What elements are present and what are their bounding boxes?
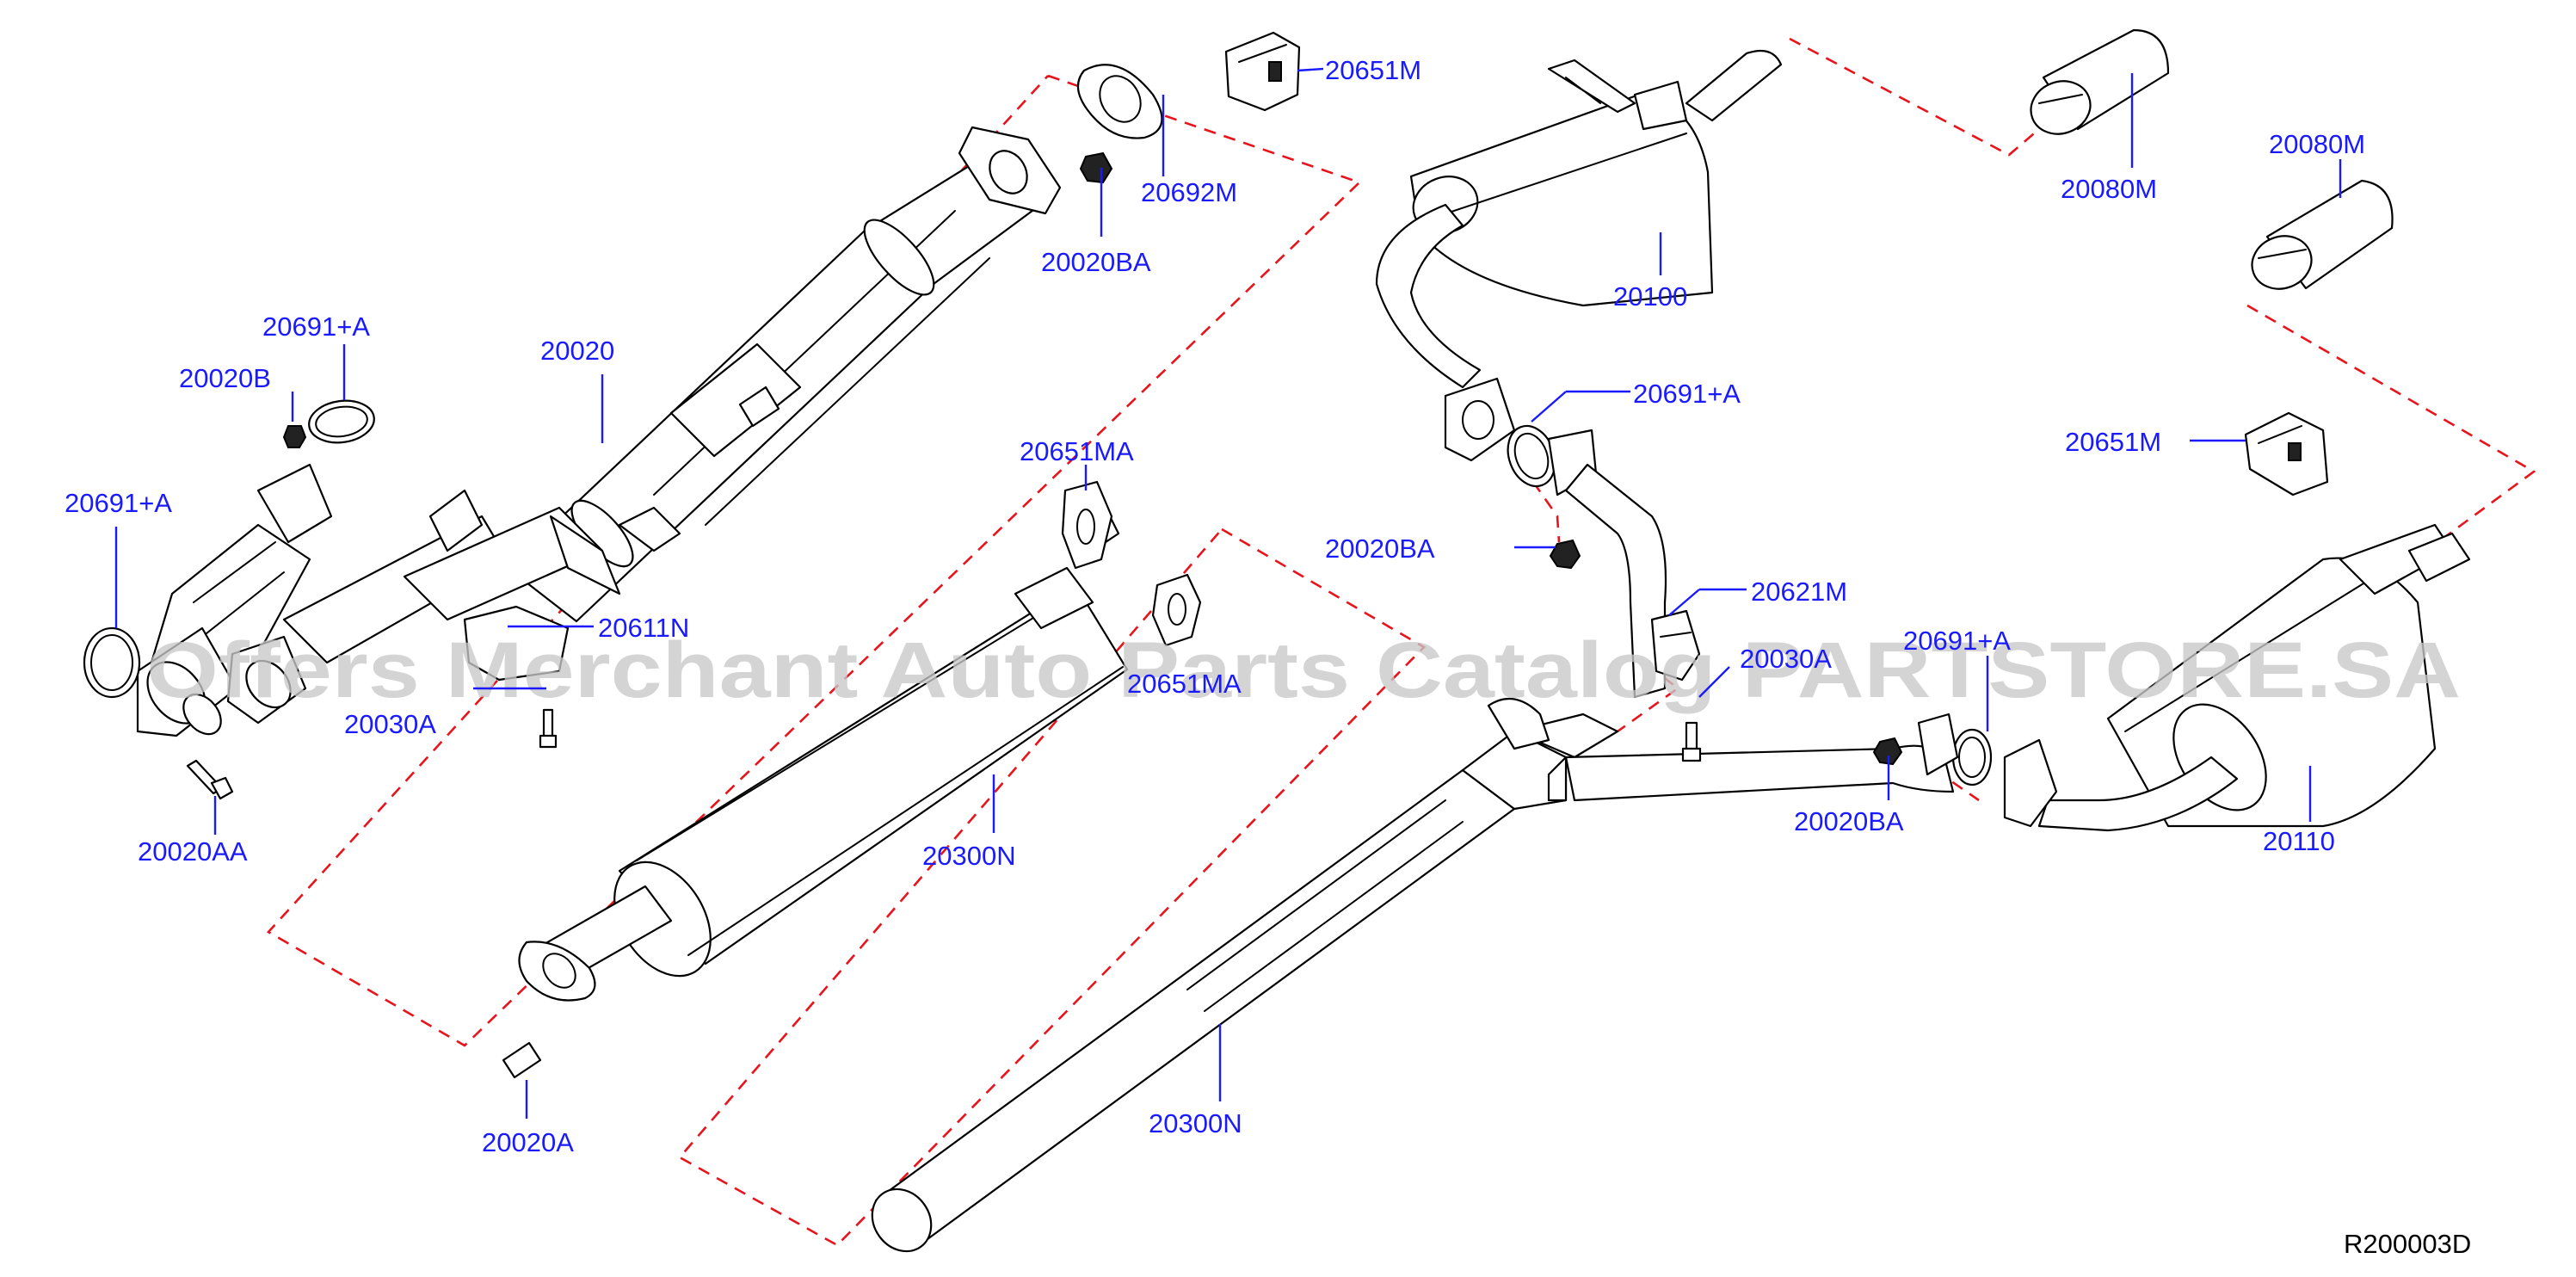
callout-labels: 20651M 20692M 20020BA 20691+A 20020B 200… xyxy=(65,55,2365,1157)
callout-20080M-top[interactable]: 20080M xyxy=(2061,174,2157,204)
callout-20691A-left-top[interactable]: 20691+A xyxy=(262,312,370,342)
flange-20100 xyxy=(1444,377,1516,462)
bracket-20611N xyxy=(463,605,570,682)
watermark: Offers Merchant Auto Parts Catalog PARTS… xyxy=(146,626,2461,714)
nut-20020BA-top xyxy=(1079,151,1113,184)
callout-20020BA-top[interactable]: 20020BA xyxy=(1041,247,1151,277)
hanger-20651MA-top xyxy=(1061,480,1113,570)
callout-20030A-left[interactable]: 20030A xyxy=(344,709,436,739)
long-pipe xyxy=(871,697,1955,1253)
assembly-outlines xyxy=(266,37,2536,1247)
right-muffler-link-outline xyxy=(2246,304,2536,552)
callout-20020A[interactable]: 20020A xyxy=(482,1127,574,1157)
gasket-20691A-left xyxy=(83,626,141,699)
center-muffler xyxy=(502,480,1202,1079)
front-tube-assembly-outline xyxy=(266,74,1362,1047)
callout-20020[interactable]: 20020 xyxy=(540,336,614,366)
left-hardware xyxy=(83,399,570,800)
bracket-link-outline xyxy=(1617,663,1680,733)
hanger-20651M-right xyxy=(2244,411,2329,497)
reference-code: R200003D xyxy=(2344,1229,2471,1259)
gasket-link-outline xyxy=(1531,481,1561,543)
pin-20020A xyxy=(502,1041,542,1079)
callout-20030A-right[interactable]: 20030A xyxy=(1740,644,1832,674)
nut-20020BA-mid xyxy=(1549,539,1581,570)
callout-20110[interactable]: 20110 xyxy=(2263,826,2335,856)
callout-20300N-lower[interactable]: 20300N xyxy=(1149,1108,1242,1138)
mid-hardware xyxy=(1650,609,1702,762)
right-hardware xyxy=(2244,411,2329,497)
callout-20100[interactable]: 20100 xyxy=(1613,281,1687,312)
tailpipe-finishers xyxy=(2030,28,2394,290)
nut-20020BA-right xyxy=(1872,737,1903,766)
callout-20691A-right[interactable]: 20691+A xyxy=(1903,626,2011,656)
callout-20692M[interactable]: 20692M xyxy=(1141,177,1237,207)
callout-20020B[interactable]: 20020B xyxy=(179,363,271,393)
callout-20651MA-mid[interactable]: 20651MA xyxy=(1127,669,1242,699)
callout-20300N-upper[interactable]: 20300N xyxy=(922,841,1016,871)
callout-20080M-right[interactable]: 20080M xyxy=(2269,129,2365,159)
rear-muffler-right xyxy=(1872,523,2471,832)
center-muffler-assembly-outline xyxy=(677,527,1427,1247)
gasket-20692M xyxy=(1076,64,1163,139)
hanger-20651M-top xyxy=(1224,31,1301,112)
top-hardware xyxy=(1076,31,1301,184)
bracket-20621M xyxy=(1650,609,1701,682)
callout-20611N[interactable]: 20611N xyxy=(598,613,689,643)
callout-20691A-left[interactable]: 20691+A xyxy=(65,488,172,518)
nut-20020B xyxy=(282,425,307,448)
callout-20651M-top[interactable]: 20651M xyxy=(1325,55,1421,85)
flange-20110 xyxy=(2003,738,2058,828)
leader-lines xyxy=(114,67,2342,1119)
callout-20651MA-top[interactable]: 20651MA xyxy=(1020,436,1134,466)
hanger-20651MA-mid xyxy=(1151,573,1202,647)
callout-20020AA[interactable]: 20020AA xyxy=(138,836,248,867)
callout-20651M-right[interactable]: 20651M xyxy=(2065,427,2161,457)
callout-20621M[interactable]: 20621M xyxy=(1751,577,1847,607)
rear-muffler-left xyxy=(1375,49,1783,699)
callout-20020BA-mid[interactable]: 20020BA xyxy=(1325,534,1435,564)
callout-20020BA-right[interactable]: 20020BA xyxy=(1794,806,1904,836)
rear-tailpipe-link-outline xyxy=(1789,37,2040,157)
callout-20691A-mid[interactable]: 20691+A xyxy=(1633,379,1741,409)
front-tube-catalyst xyxy=(136,126,1062,737)
